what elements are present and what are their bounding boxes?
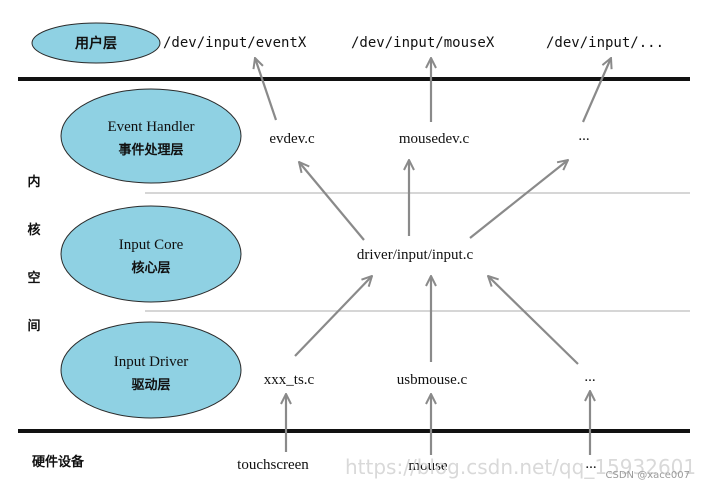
watermark-url: https://blog.csdn.net/qq_15932601 — [345, 455, 696, 479]
device-node-more: /dev/input/... — [546, 35, 664, 51]
event-handler-title: Event Handler — [107, 119, 194, 135]
kernel-label-char-2: 核 — [27, 222, 40, 238]
kernel-label-char-1: 内 — [27, 174, 40, 190]
input-core-subtitle: 核心层 — [131, 260, 170, 276]
driver-usbmouse: usbmouse.c — [397, 372, 468, 388]
input-driver-ellipse — [60, 321, 242, 419]
input-driver-subtitle: 驱动层 — [131, 378, 170, 393]
event-handler-subtitle: 事件处理层 — [118, 142, 183, 158]
arrow-xxx-ts-to-core — [294, 276, 372, 357]
arrow-core-to-handler-more — [469, 160, 568, 239]
arrow-core-to-evdev — [299, 162, 365, 241]
core-input-c: driver/input/input.c — [357, 247, 474, 263]
user-layer-ellipse — [31, 22, 161, 64]
input-driver-title: Input Driver — [114, 354, 189, 370]
hardware-touchscreen: touchscreen — [237, 457, 309, 473]
event-handler-ellipse — [60, 88, 242, 184]
user-layer-label: 用户层 — [75, 35, 117, 52]
handler-more: ... — [578, 128, 589, 144]
arrow-driver-more-to-core — [488, 276, 579, 365]
handler-mousedev: mousedev.c — [399, 131, 470, 147]
data-flow-arrows — [255, 58, 611, 455]
kernel-label-char-3: 空 — [27, 270, 40, 286]
device-node-mousex: /dev/input/mouseX — [351, 35, 495, 51]
driver-more: ... — [584, 369, 595, 385]
input-core-ellipse — [60, 205, 242, 303]
arrow-evdev-to-eventx — [255, 58, 278, 121]
arrow-handler-more-to-dev-more — [581, 58, 611, 123]
handler-evdev: evdev.c — [269, 131, 315, 147]
watermark-credit: CSDN @xace007 — [606, 470, 690, 481]
hardware-more: ... — [585, 456, 596, 472]
kernel-label-char-4: 间 — [27, 318, 40, 334]
hardware-mouse: mouse — [408, 458, 448, 474]
input-core-title: Input Core — [119, 237, 184, 253]
device-node-eventx: /dev/input/eventX — [163, 35, 307, 51]
hardware-label: 硬件设备 — [32, 454, 85, 470]
driver-xxx-ts: xxx_ts.c — [264, 372, 315, 388]
